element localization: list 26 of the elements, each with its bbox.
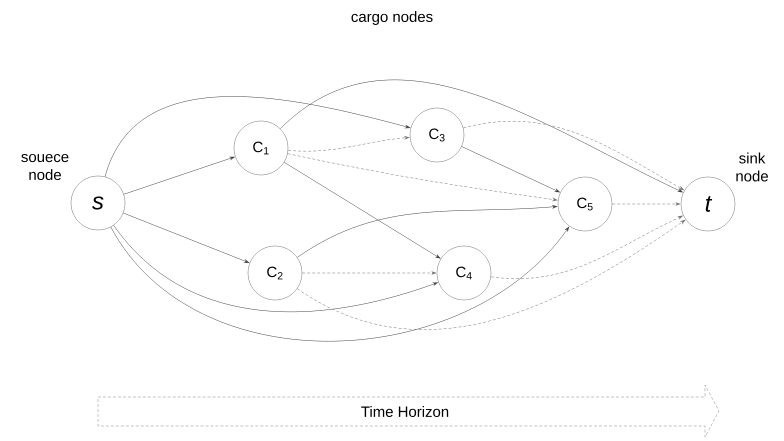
arrow [104, 96, 410, 177]
circle-node: C$_{3}$ [410, 108, 464, 162]
heading-label: cargo nodes [352, 11, 433, 25]
arrow [461, 146, 560, 192]
arrow [110, 226, 570, 342]
circle-node: s [70, 176, 126, 230]
node-caption: sink node [736, 152, 768, 182]
arrow [297, 220, 686, 330]
circle-node: C$_{2}$ [248, 246, 302, 300]
arrow [123, 212, 250, 263]
arrow [612, 202, 680, 206]
arrow [297, 205, 558, 258]
arrow [463, 121, 684, 190]
circle-node: t [680, 176, 736, 232]
circle-node: C$_{5}$ [558, 176, 612, 232]
arrow [280, 80, 683, 192]
arrow [302, 271, 436, 275]
arrow [124, 156, 235, 195]
arrow [490, 216, 683, 279]
arrow [113, 225, 438, 312]
arrow [287, 153, 558, 202]
arrow [284, 162, 440, 259]
arrow [288, 136, 410, 152]
node-caption: souece node [21, 154, 68, 180]
circle-node: C$_{4}$ [436, 246, 492, 300]
circle-node: C$_{1}$ [234, 120, 288, 176]
